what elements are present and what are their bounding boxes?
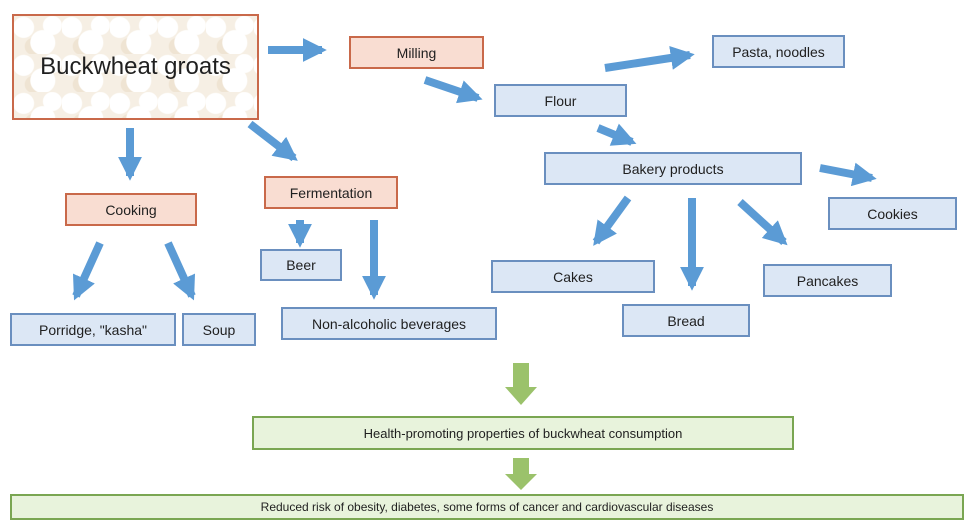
node-bread: Bread xyxy=(622,304,750,337)
arrow-cooking-porridge xyxy=(72,241,104,301)
node-pasta-noodles: Pasta, noodles xyxy=(712,35,845,68)
arrow-down-risk xyxy=(505,458,537,490)
node-flour: Flour xyxy=(494,84,627,117)
arrow-down-health xyxy=(505,363,537,405)
arrow-flour-bakery xyxy=(596,123,637,146)
node-reduced-risk: Reduced risk of obesity, diabetes, some … xyxy=(10,494,964,520)
node-porridge-kasha: Porridge, "kasha" xyxy=(10,313,176,346)
node-soup: Soup xyxy=(182,313,256,346)
node-fermentation: Fermentation xyxy=(264,176,398,209)
node-cookies: Cookies xyxy=(828,197,957,230)
node-non-alcoholic-beverages: Non-alcoholic beverages xyxy=(281,307,497,340)
arrow-cooking-soup xyxy=(164,241,196,301)
node-cakes: Cakes xyxy=(491,260,655,293)
arrow-flour-pasta xyxy=(604,46,695,72)
node-bakery-products: Bakery products xyxy=(544,152,802,185)
node-milling: Milling xyxy=(349,36,484,69)
arrow-bakery-cakes xyxy=(592,195,632,246)
arrow-bakery-pancakes xyxy=(737,199,788,246)
node-pancakes: Pancakes xyxy=(763,264,892,297)
arrow-milling-flour xyxy=(423,76,483,104)
node-health-promoting: Health-promoting properties of buckwheat… xyxy=(252,416,794,450)
node-buckwheat-groats: Buckwheat groats xyxy=(12,14,259,120)
arrow-groats-fermentation xyxy=(247,120,298,162)
arrow-bakery-cookies xyxy=(819,162,877,187)
node-cooking: Cooking xyxy=(65,193,197,226)
node-beer: Beer xyxy=(260,249,342,281)
